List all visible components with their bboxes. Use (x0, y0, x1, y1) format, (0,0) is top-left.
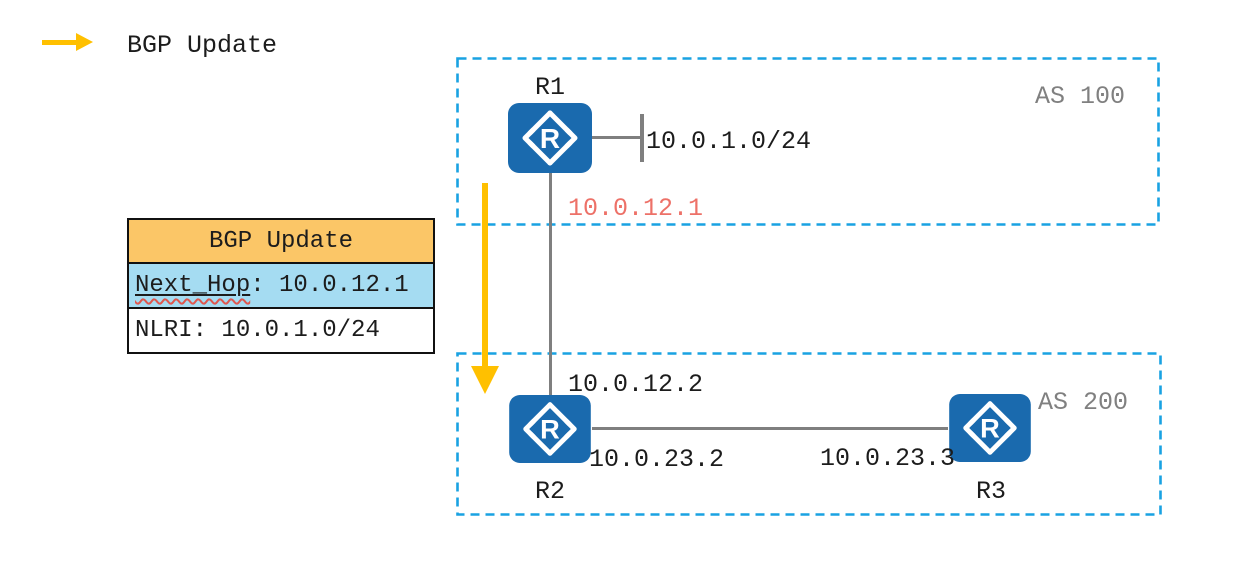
r1-interface-ip-label: 10.0.12.1 (568, 194, 704, 223)
as200-label: AS 200 (1038, 388, 1129, 417)
as100-label: AS 100 (1035, 82, 1126, 111)
packet-table-title: BGP Update (129, 220, 433, 264)
nlri-value: 10.0.1.0/24 (221, 317, 380, 344)
as100-boundary-box (456, 57, 1160, 226)
bgp-update-flow-arrowhead (471, 366, 499, 394)
bgp-update-arrow-icon (42, 40, 78, 45)
router-icon: R (508, 103, 592, 173)
router-r2: R (508, 395, 592, 463)
r3-interface-23-ip-label: 10.0.23.3 (820, 444, 956, 473)
legend-label: BGP Update (127, 31, 278, 60)
router-r3-label: R3 (976, 477, 1007, 506)
bgp-update-arrowhead-icon (76, 33, 93, 51)
router-r2-label: R2 (535, 477, 566, 506)
router-icon-letter: R (540, 414, 560, 445)
link-r1-r2 (549, 173, 552, 397)
next-hop-separator: : (250, 272, 280, 299)
router-r3: R (948, 394, 1032, 462)
r1-lan-segment-bar (640, 114, 644, 162)
next-hop-value: 10.0.12.1 (279, 272, 409, 299)
router-icon-letter: R (540, 123, 560, 154)
bgp-update-packet-table: BGP Update Next_Hop: 10.0.12.1 NLRI: 10.… (127, 218, 435, 354)
router-icon: R (949, 394, 1031, 462)
as200-boundary-box (456, 352, 1162, 516)
nlri-label: NLRI (135, 317, 193, 344)
router-icon-letter: R (980, 413, 1000, 444)
nlri-separator: : (192, 317, 222, 344)
packet-nlri-row: NLRI: 10.0.1.0/24 (129, 309, 433, 352)
r1-lan-network-label: 10.0.1.0/24 (646, 127, 812, 156)
r2-interface-12-ip-label: 10.0.12.2 (568, 370, 704, 399)
router-r1: R (508, 103, 592, 173)
next-hop-label: Next_Hop (135, 272, 251, 299)
router-icon: R (509, 395, 591, 463)
router-r1-label: R1 (535, 73, 566, 102)
bgp-update-flow-arrow (482, 183, 488, 367)
link-r2-r3 (592, 427, 948, 430)
r1-lan-link (592, 136, 642, 139)
packet-next-hop-row: Next_Hop: 10.0.12.1 (129, 264, 433, 309)
r2-interface-23-ip-label: 10.0.23.2 (589, 445, 725, 474)
